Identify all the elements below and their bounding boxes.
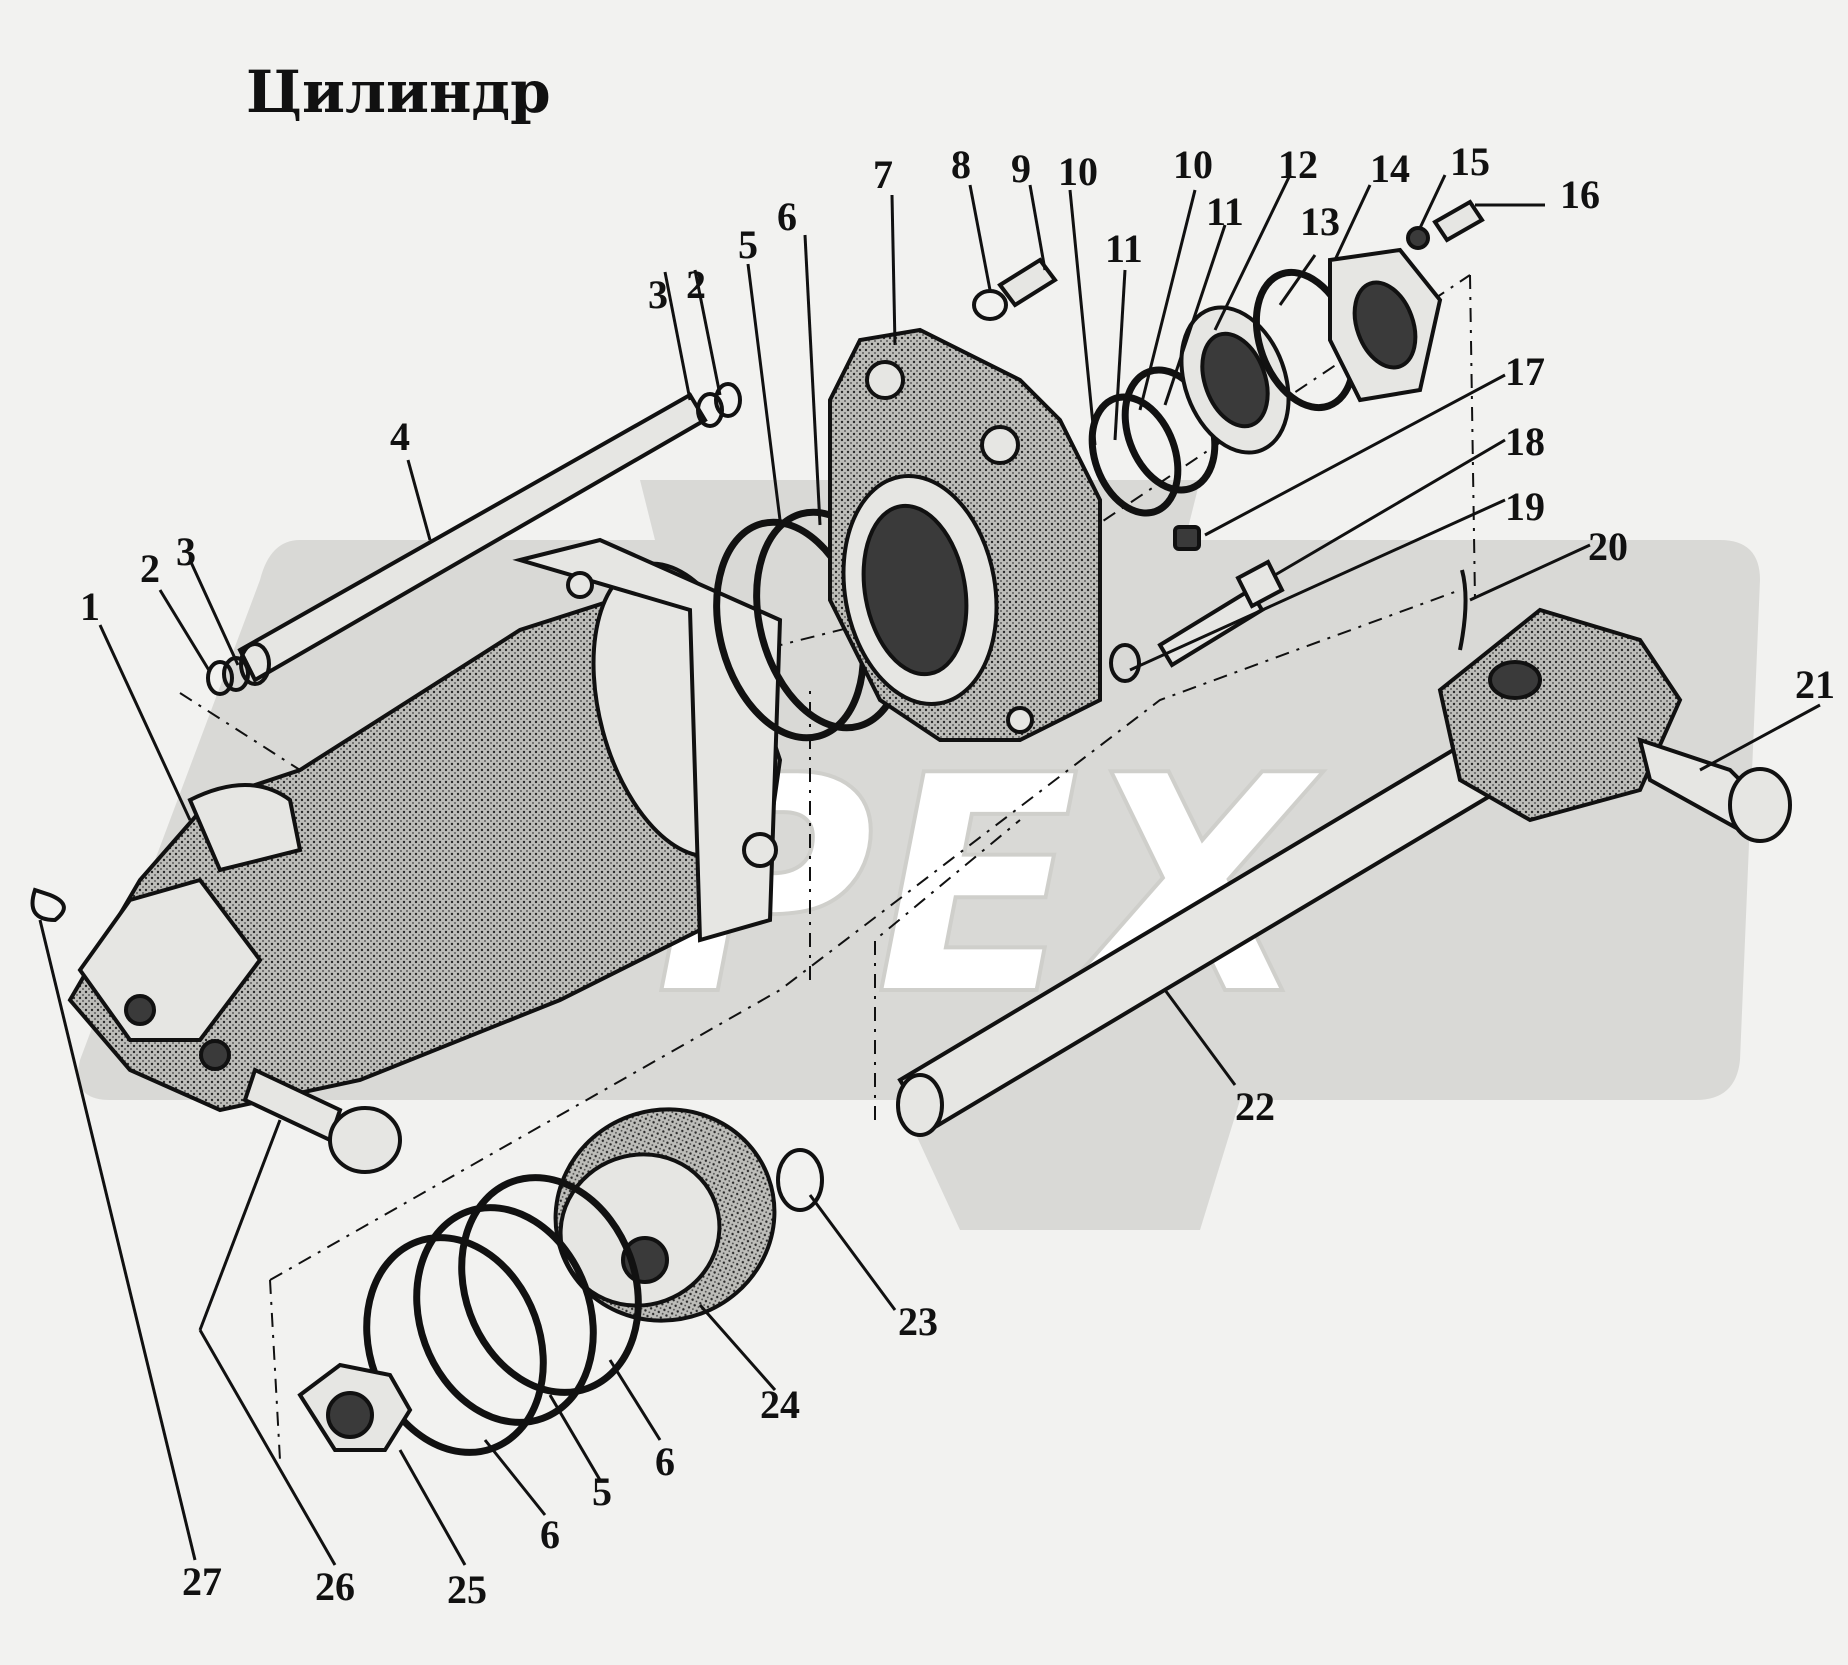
callout-10-right: 10 — [1173, 142, 1213, 187]
piston-group — [297, 1107, 824, 1456]
callout-1: 1 — [80, 584, 100, 629]
callout-2-right: 2 — [686, 262, 706, 307]
pivot-pin — [30, 887, 402, 1174]
rod-seal-stack — [1088, 247, 1443, 517]
callout-23: 23 — [898, 1299, 938, 1344]
callout-5-top: 5 — [738, 222, 758, 267]
callout-17: 17 — [1505, 349, 1545, 394]
callout-8: 8 — [951, 142, 971, 187]
cylinder-head — [828, 327, 1102, 742]
callout-18: 18 — [1505, 419, 1545, 464]
callout-5-lower: 5 — [592, 1469, 612, 1514]
callout-27: 27 — [182, 1559, 222, 1604]
callout-12: 12 — [1278, 142, 1318, 187]
callout-7: 7 — [873, 152, 893, 197]
callout-11-left: 11 — [1105, 226, 1143, 271]
callout-6-lower-left: 6 — [540, 1512, 560, 1557]
breather-fitting — [972, 257, 1058, 321]
callout-11-right: 11 — [1206, 189, 1244, 234]
callout-labels: 1 2 3 4 3 2 5 6 7 8 9 10 10 12 14 15 16 … — [80, 139, 1835, 1612]
page-title: Цилиндр — [246, 58, 551, 126]
callout-25: 25 — [447, 1567, 487, 1612]
callout-3-right: 3 — [648, 272, 668, 317]
callout-2-left: 2 — [140, 546, 160, 591]
callout-26: 26 — [315, 1564, 355, 1609]
callout-13: 13 — [1300, 199, 1340, 244]
callout-21: 21 — [1795, 662, 1835, 707]
callout-6-top: 6 — [777, 194, 797, 239]
callout-16: 16 — [1560, 172, 1600, 217]
callout-19: 19 — [1505, 484, 1545, 529]
callout-9: 9 — [1011, 146, 1031, 191]
leader-lines — [38, 174, 1821, 1566]
tie-rod — [206, 382, 742, 696]
callout-24: 24 — [760, 1382, 800, 1427]
callout-3-left: 3 — [176, 529, 196, 574]
piston-rod — [896, 607, 1792, 1137]
callout-15: 15 — [1450, 139, 1490, 184]
callout-10-left: 10 — [1058, 149, 1098, 194]
callout-20: 20 — [1588, 524, 1628, 569]
callout-22: 22 — [1235, 1084, 1275, 1129]
callout-14: 14 — [1370, 146, 1410, 191]
cover-bolt — [1406, 199, 1485, 250]
callout-6-lower-right: 6 — [655, 1439, 675, 1484]
callout-4: 4 — [390, 414, 410, 459]
